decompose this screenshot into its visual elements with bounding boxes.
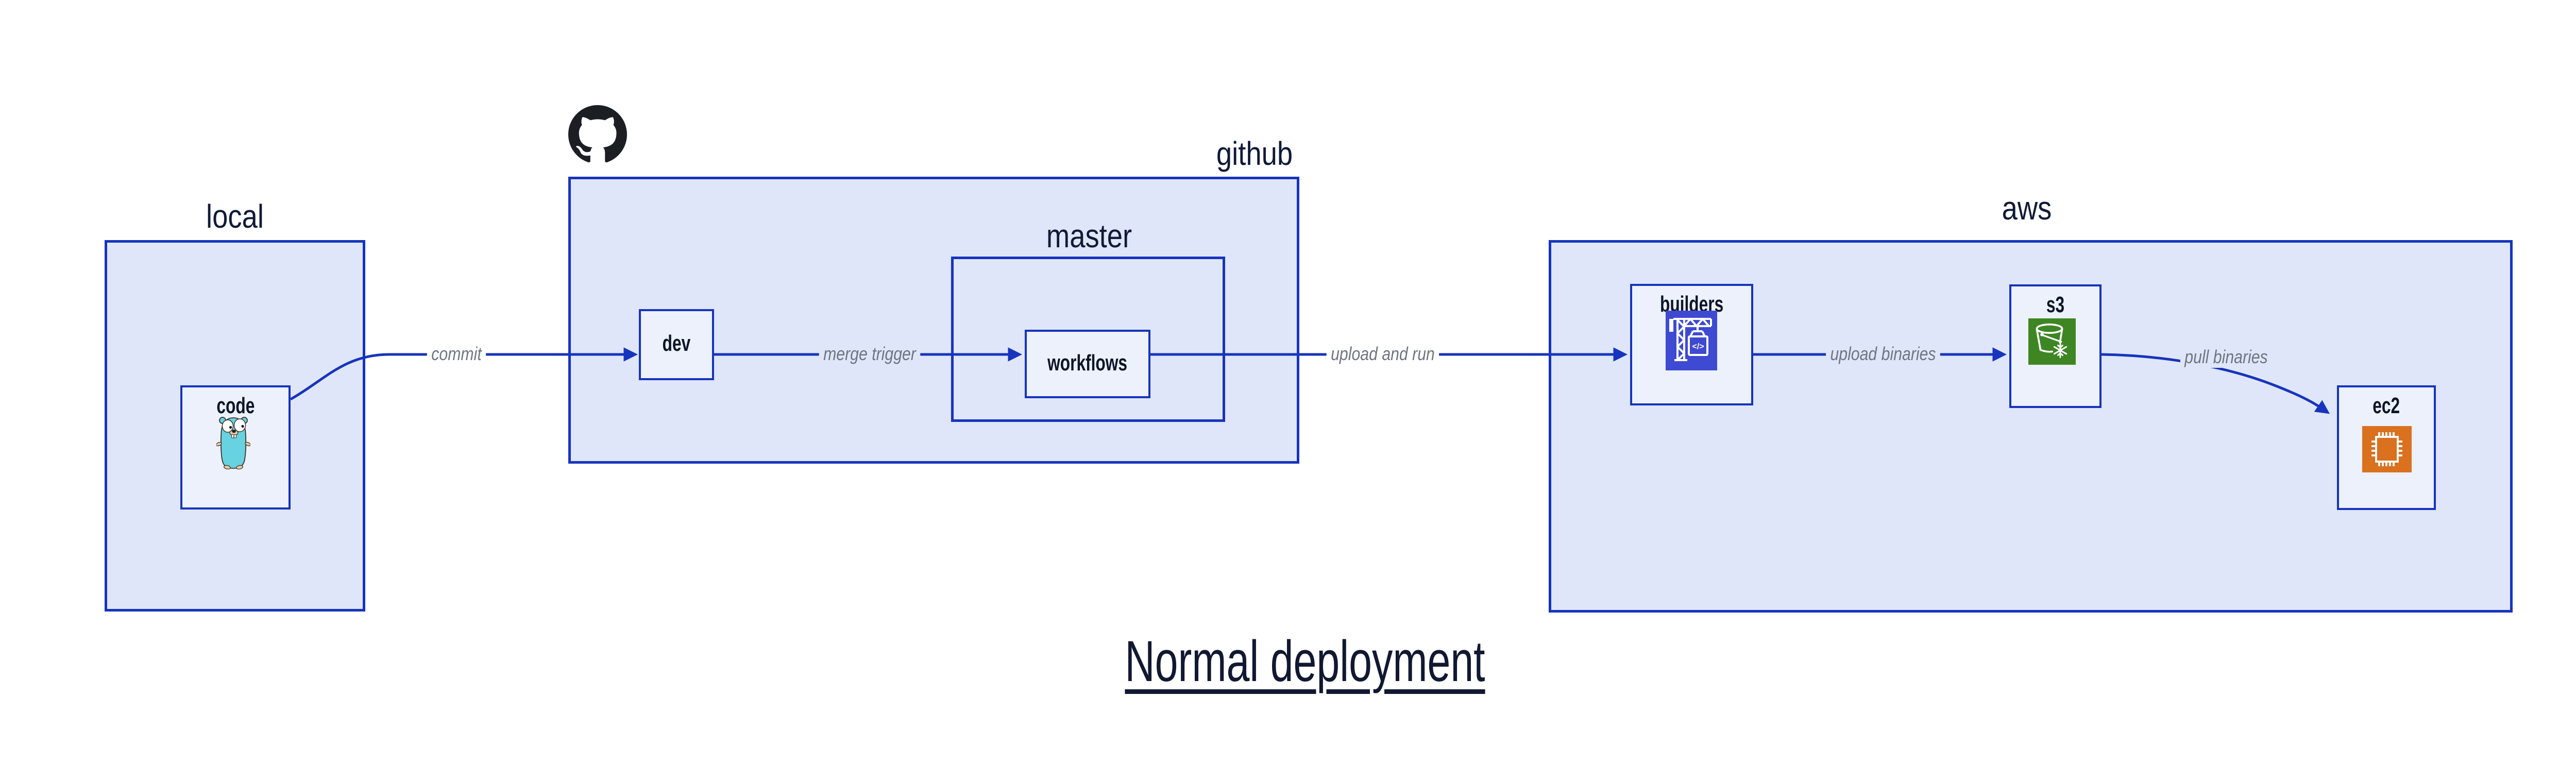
edge-pull-binaries-label: pull binaries — [2172, 346, 2281, 368]
s3-glacier-bucket-icon — [2028, 318, 2076, 365]
diagram-title: Normal deployment — [1125, 629, 1485, 693]
node-s3: s3 — [2009, 284, 2102, 408]
go-gopher-icon — [216, 417, 250, 469]
edge-merge-trigger-label: merge trigger — [809, 343, 930, 365]
node-workflows: workflows — [1025, 330, 1150, 398]
node-dev-label: dev — [662, 330, 691, 356]
edge-commit-label: commit — [421, 343, 492, 365]
edge-upload-binaries-label: upload binaries — [1815, 343, 1951, 365]
ec2-chip-icon — [2362, 426, 2412, 472]
group-github-label: github — [1216, 135, 1293, 172]
group-aws-label: aws — [2002, 190, 2052, 227]
codebuild-crane-icon: </> — [1666, 311, 1717, 370]
codebuild-code-glyph: </> — [1692, 343, 1704, 351]
node-code: code — [180, 385, 291, 510]
github-octocat-icon — [568, 105, 627, 163]
edge-upload-and-run-label: upload and run — [1316, 343, 1450, 365]
node-ec2-label: ec2 — [2372, 393, 2400, 418]
node-ec2: ec2 — [2337, 385, 2436, 510]
node-builders: builders </> — [1630, 284, 1753, 405]
node-s3-label: s3 — [2046, 292, 2065, 317]
node-dev: dev — [639, 309, 714, 380]
node-code-label: code — [216, 393, 255, 418]
group-local-label: local — [206, 198, 264, 235]
node-workflows-label: workflows — [1047, 350, 1128, 376]
group-master-label: master — [1046, 217, 1132, 254]
